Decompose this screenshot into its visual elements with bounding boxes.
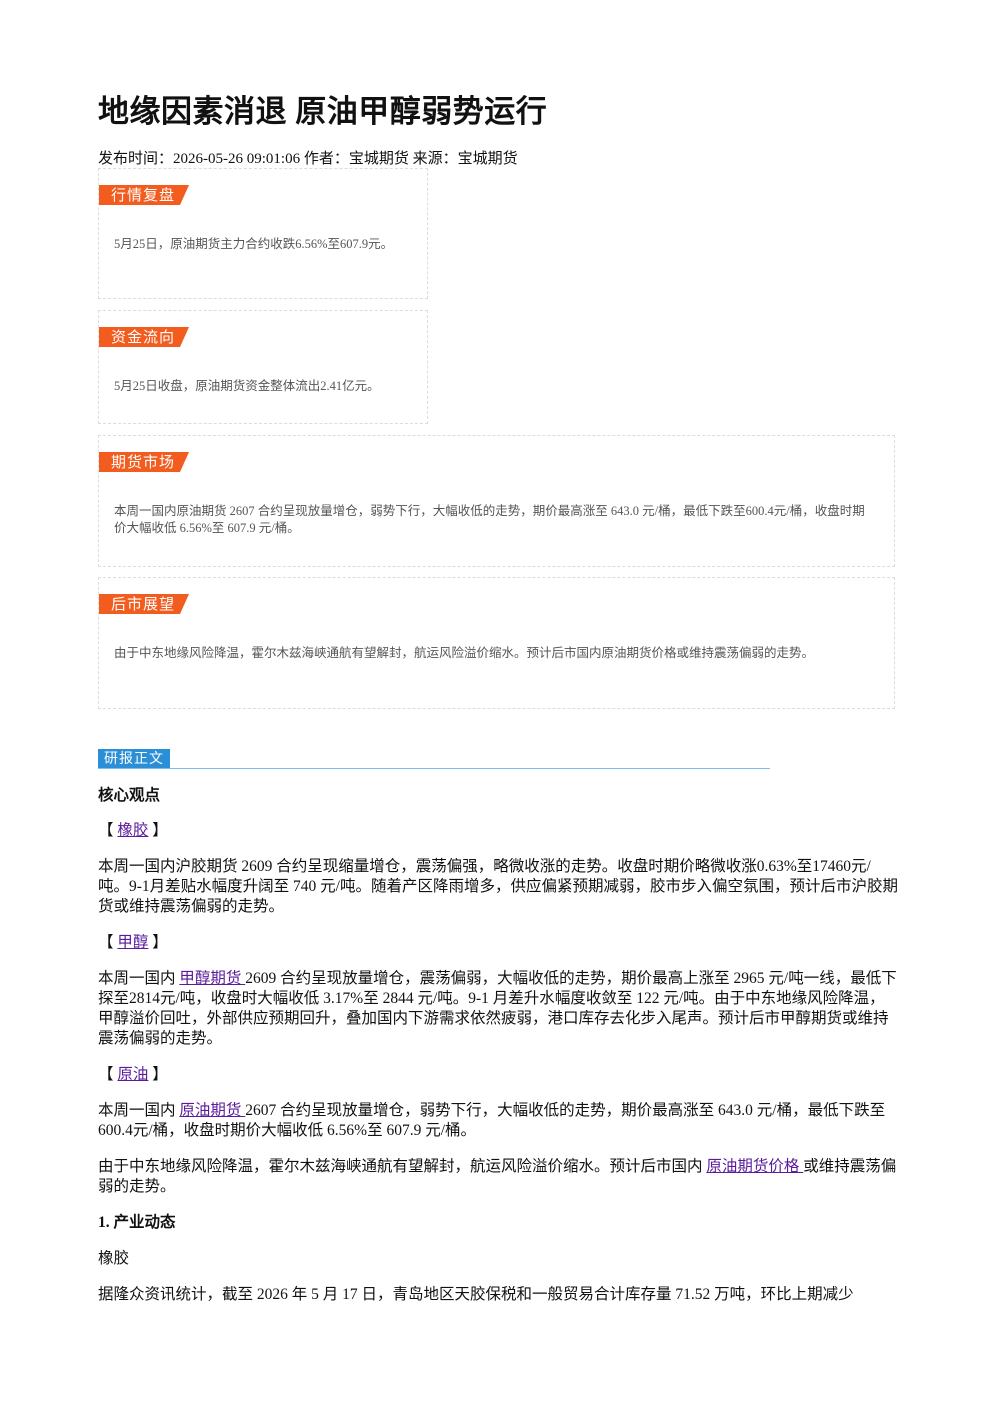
crude-paragraph-2: 由于中东地缘风险降温，霍尔木兹海峡通航有望解封，航运风险溢价缩水。预计后市国内 … — [98, 1157, 898, 1197]
crude-para2-post: 或维持震荡偏弱的走势。 — [98, 1158, 897, 1195]
methanol-futures-link[interactable]: 甲醇期货 — [179, 970, 246, 987]
bracket-close: 】 — [152, 1066, 168, 1083]
crude-paragraph-1: 本周一国内 原油期货 2607 合约呈现放量增仓，弱势下行，大幅收低的走势，期价… — [98, 1101, 898, 1141]
article-meta: 发布时间：2026-05-26 09:01:06 作者：宝城期货 来源：宝城期货 — [98, 151, 518, 167]
section-tag-report: 研报正文 — [98, 749, 170, 769]
bracket-open: 【 — [98, 822, 114, 839]
card-market-review: 行情复盘 5月25日，原油期货主力合约收跌6.56%至607.9元。 — [98, 168, 428, 299]
methanol-para-post: 2609 合约呈现放量增仓，震荡偏弱，大幅收低的走势，期价最高上涨至 2965 … — [98, 970, 897, 1047]
rubber-paragraph: 本周一国内沪胶期货 2609 合约呈现缩量增仓，震荡偏强，略微收涨的走势。收盘时… — [98, 858, 898, 915]
bracket-close: 】 — [152, 934, 168, 951]
card-tag: 行情复盘 — [99, 185, 189, 205]
card-outlook: 后市展望 由于中东地缘风险降温，霍尔木兹海峡通航有望解封，航运风险溢价缩水。预计… — [98, 577, 895, 709]
bracket-open: 【 — [98, 1066, 114, 1083]
card-text: 本周一国内原油期货 2607 合约呈现放量增仓，弱势下行，大幅收低的走势，期价最… — [114, 504, 865, 535]
core-heading: 核心观点 — [98, 787, 161, 804]
section-divider — [98, 768, 770, 769]
bracket-close: 】 — [152, 822, 168, 839]
card-tag: 后市展望 — [99, 594, 189, 614]
crude-para1-pre: 本周一国内 — [98, 1102, 180, 1119]
card-text: 由于中东地缘风险降温，霍尔木兹海峡通航有望解封，航运风险溢价缩水。预计后市国内原… — [114, 646, 815, 660]
methanol-link[interactable]: 甲醇 — [117, 934, 149, 951]
card-futures-market: 期货市场 本周一国内原油期货 2607 合约呈现放量增仓，弱势下行，大幅收低的走… — [98, 435, 895, 567]
crude-link[interactable]: 原油 — [117, 1066, 149, 1083]
bracket-open: 【 — [98, 934, 114, 951]
card-text: 5月25日收盘，原油期货资金整体流出2.41亿元。 — [114, 379, 380, 393]
methanol-paragraph: 本周一国内 甲醇期货 2609 合约呈现放量增仓，震荡偏弱，大幅收低的走势，期价… — [98, 969, 898, 1049]
rubber-link[interactable]: 橡胶 — [117, 822, 149, 839]
crude-para1-post: 2607 合约呈现放量增仓，弱势下行，大幅收低的走势，期价最高涨至 643.0 … — [98, 1102, 886, 1139]
rubber-heading: 【 橡胶 】 — [98, 821, 898, 841]
industry-paragraph: 据隆众资讯统计，截至 2026 年 5 月 17 日，青岛地区天胶保税和一般贸易… — [98, 1286, 854, 1303]
crude-heading: 【 原油 】 — [98, 1065, 898, 1085]
card-tag: 期货市场 — [99, 452, 189, 472]
crude-para2-pre: 由于中东地缘风险降温，霍尔木兹海峡通航有望解封，航运风险溢价缩水。预计后市国内 — [98, 1158, 707, 1175]
crude-price-link[interactable]: 原油期货价格 — [706, 1158, 804, 1175]
industry-subheading: 橡胶 — [98, 1250, 130, 1267]
article-title: 地缘因素消退 原油甲醇弱势运行 — [98, 94, 548, 129]
industry-heading: 1. 产业动态 — [98, 1214, 176, 1231]
card-text: 5月25日，原油期货主力合约收跌6.56%至607.9元。 — [114, 237, 394, 251]
methanol-para-pre: 本周一国内 — [98, 970, 180, 987]
crude-futures-link[interactable]: 原油期货 — [179, 1102, 246, 1119]
methanol-heading: 【 甲醇 】 — [98, 933, 898, 953]
card-fund-flow: 资金流向 5月25日收盘，原油期货资金整体流出2.41亿元。 — [98, 310, 428, 424]
card-tag: 资金流向 — [99, 327, 189, 347]
